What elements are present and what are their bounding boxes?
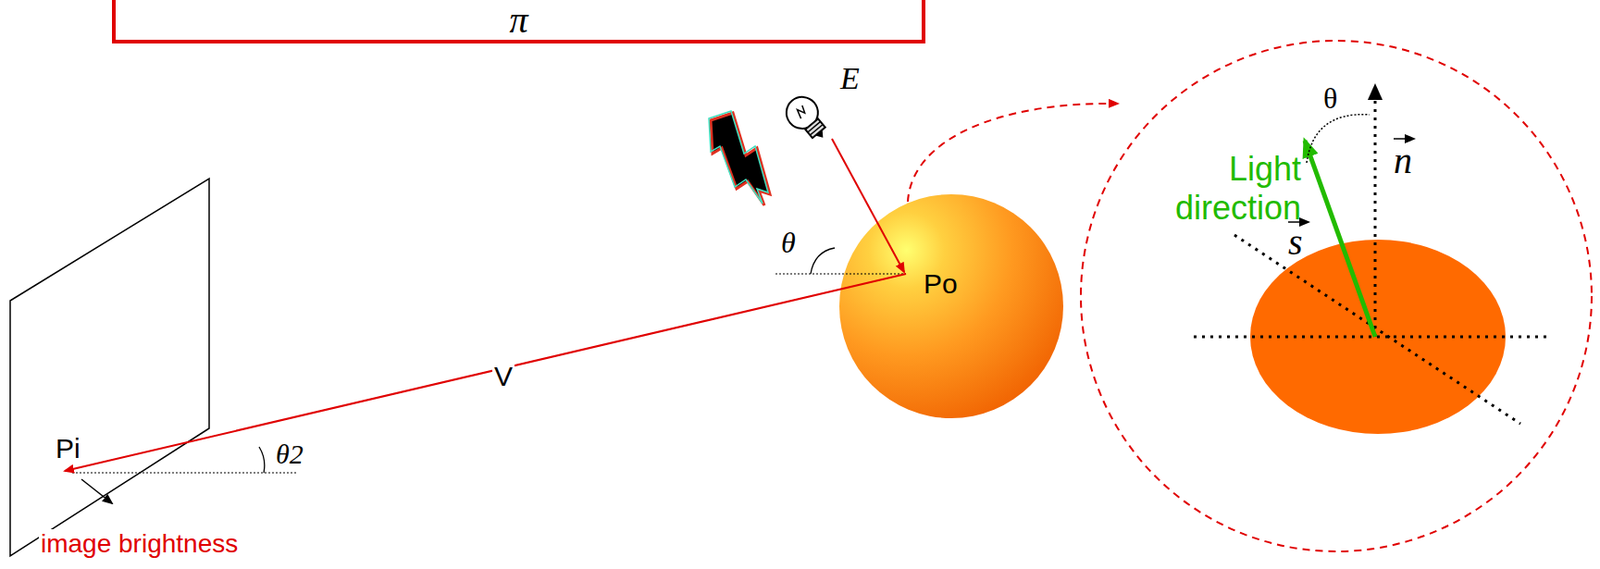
formula-text: π <box>115 0 922 39</box>
axis-line <box>1193 335 1547 339</box>
point-label: Pi <box>53 433 83 465</box>
ray-label: V <box>492 360 515 393</box>
vector-label: n <box>1393 138 1413 183</box>
angle-arc <box>810 248 835 274</box>
zoom-curve <box>907 103 1118 202</box>
energy-label: E <box>838 61 862 97</box>
caption-label: image brightness <box>38 529 240 559</box>
view-ray <box>64 273 906 472</box>
angle-label: θ <box>779 225 798 261</box>
lightning-outline <box>708 111 769 204</box>
formula-box: π <box>111 0 926 44</box>
point-label: Po <box>923 268 958 300</box>
angle-label: θ2 <box>273 438 306 471</box>
angle-arc <box>1306 114 1370 163</box>
inset-circle <box>1080 40 1592 552</box>
light-ray <box>831 138 905 273</box>
light-direction-arrow <box>1304 140 1376 337</box>
image-plane <box>10 178 210 557</box>
brightness-arrow <box>81 479 112 504</box>
sphere <box>839 194 1064 419</box>
bulb-icon <box>780 90 835 149</box>
direction-label: Light direction <box>1153 149 1302 228</box>
reference-line <box>775 273 906 275</box>
vector-mark <box>1393 137 1414 140</box>
normal-axis <box>1374 96 1377 337</box>
lightning-icon <box>710 112 770 206</box>
vector-label: s <box>1288 220 1303 264</box>
axis-line <box>1234 235 1521 424</box>
angle-arc <box>259 446 265 473</box>
normal-head <box>1367 83 1383 100</box>
angle-label: θ <box>1321 81 1340 116</box>
